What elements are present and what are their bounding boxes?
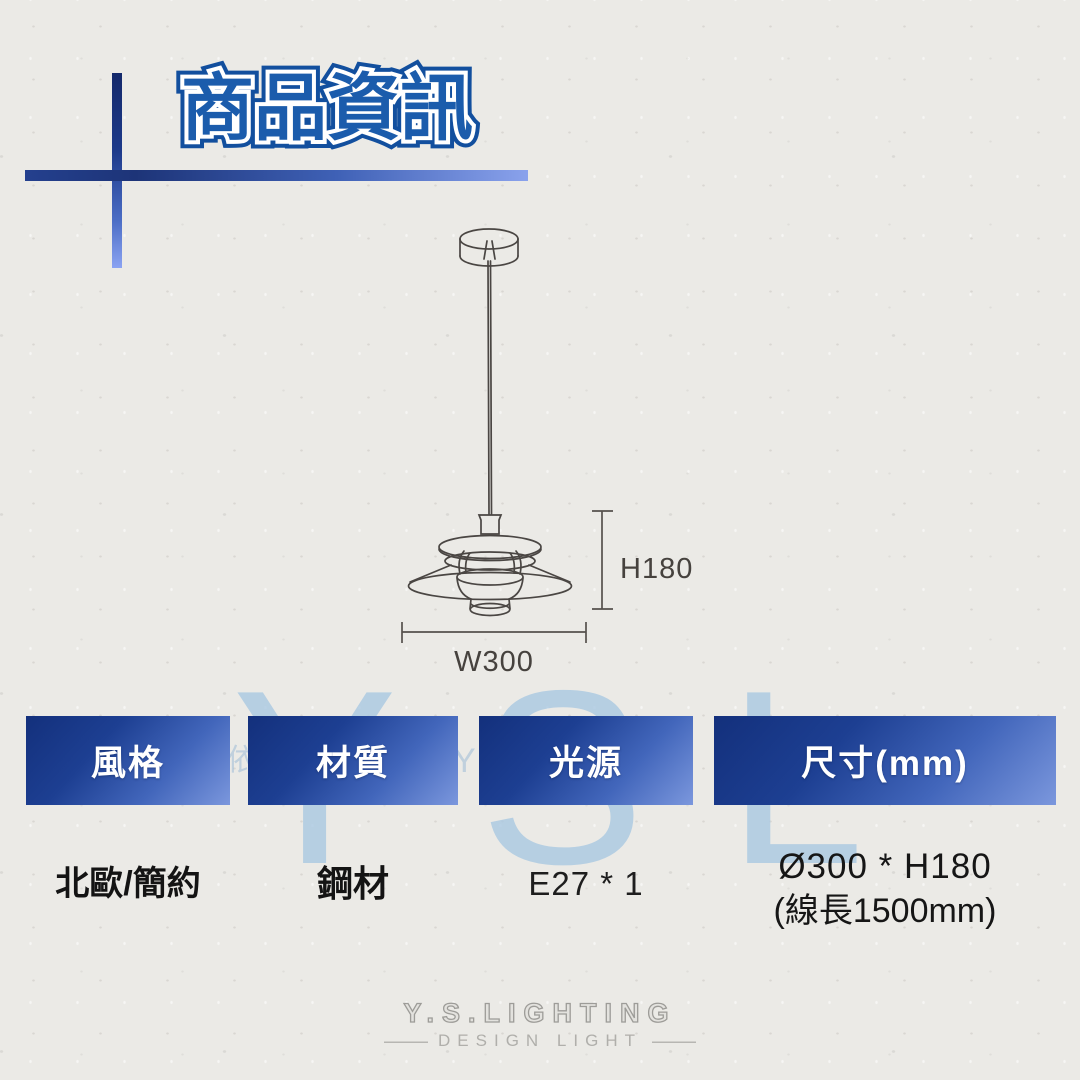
spec-value-light-source: E27 * 1 [528,865,644,902]
brand-tagline: —— DESIGN LIGHT —— [0,1030,1080,1052]
spec-header-dimensions-label: 尺寸(mm) [801,744,969,783]
page-title-outline-layer: 商品資訊 [173,64,481,153]
spec-value-dimensions-size: Ø300 * H180 [778,847,992,886]
height-dimension-label: H180 [620,553,693,585]
tagline-dash-left: —— [384,1028,429,1053]
accent-horizontal-bar [25,170,528,181]
brand-logo-text: Y.S.LIGHTING [403,997,677,1028]
dimension-lines [401,510,613,643]
lamp-line-art [407,228,573,617]
spec-value-dimensions-cord-note: (線長1500mm) [773,892,997,930]
spec-header-style-label: 風格 [90,744,165,783]
spec-header-material-label: 材質 [315,744,390,783]
page-title-white-layer: 商品資訊 [177,68,477,149]
spec-header-light-source: 光源 [479,716,693,805]
spec-header-style: 風格 [26,716,230,805]
spec-value-dimensions: Ø300 * H180 (線長1500mm) [714,845,1056,933]
spec-header-light-source-label: 光源 [548,744,623,783]
tagline-dash-right: —— [651,1028,696,1053]
page-title-text: 商品資訊 [181,68,473,149]
spec-header-material: 材質 [248,716,458,805]
faint-watermark-glyph: Y [453,742,476,780]
tagline-text: DESIGN LIGHT [438,1031,642,1050]
spec-header-dimensions: 尺寸(mm) [714,716,1056,805]
spec-value-material: 鋼材 [316,863,389,904]
spec-value-style: 北歐/簡約 [55,865,201,903]
